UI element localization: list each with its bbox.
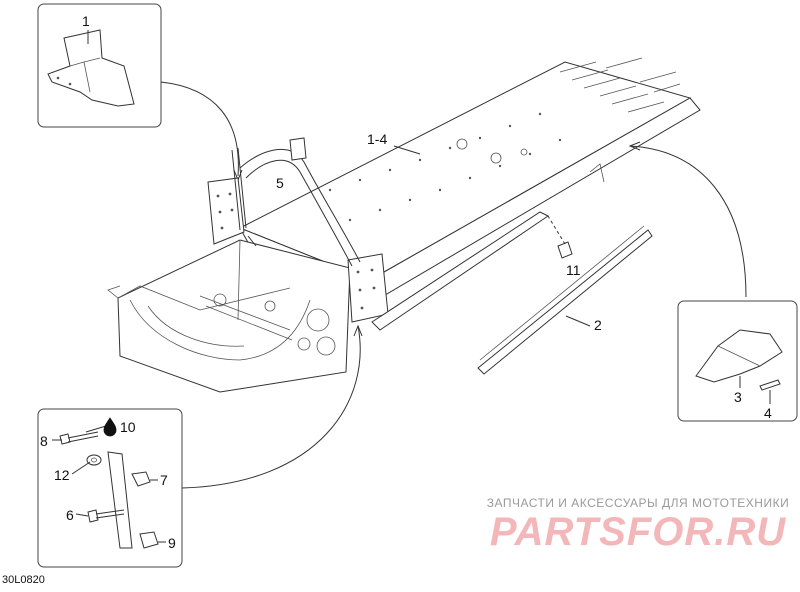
watermark-logo: PARTSFOR.RU	[489, 510, 787, 554]
detail-box-part-1: 1	[37, 3, 162, 128]
detail-box-parts-3-4	[677, 300, 798, 422]
callout-12: 12	[54, 467, 70, 483]
callout-10: 10	[120, 419, 136, 435]
leader-fasteners	[181, 325, 361, 489]
callout-labels: 1-4 5 2 11 3 4 8 10 12 7 6 9	[40, 131, 772, 551]
tunnel-frame	[107, 57, 701, 393]
callout-3: 3	[734, 389, 742, 405]
leader-box34	[629, 145, 747, 298]
callout-8: 8	[40, 433, 48, 449]
drawing-code: 30L0820	[2, 574, 45, 586]
callout-7: 7	[160, 472, 168, 488]
callout-6: 6	[66, 507, 74, 523]
callout-1: 1	[82, 13, 90, 29]
watermark-tagline: ЗАПЧАСТИ И АКСЕССУАРЫ ДЛЯ МОТОТЕХНИКИ	[486, 496, 790, 510]
side-rail-part-2	[371, 163, 653, 375]
callout-9: 9	[168, 535, 176, 551]
oil-drop-icon	[103, 417, 117, 437]
detail-box-fasteners	[37, 408, 183, 568]
callout-4: 4	[764, 405, 772, 421]
callout-11: 11	[566, 262, 581, 278]
watermark: ЗАПЧАСТИ И АКСЕССУАРЫ ДЛЯ МОТОТЕХНИКИ PA…	[480, 496, 796, 554]
callout-5: 5	[276, 175, 284, 191]
plug-part-11	[547, 215, 573, 259]
leader-box1	[160, 81, 239, 177]
callout-1-4: 1-4	[367, 131, 387, 147]
callout-2: 2	[594, 317, 602, 333]
